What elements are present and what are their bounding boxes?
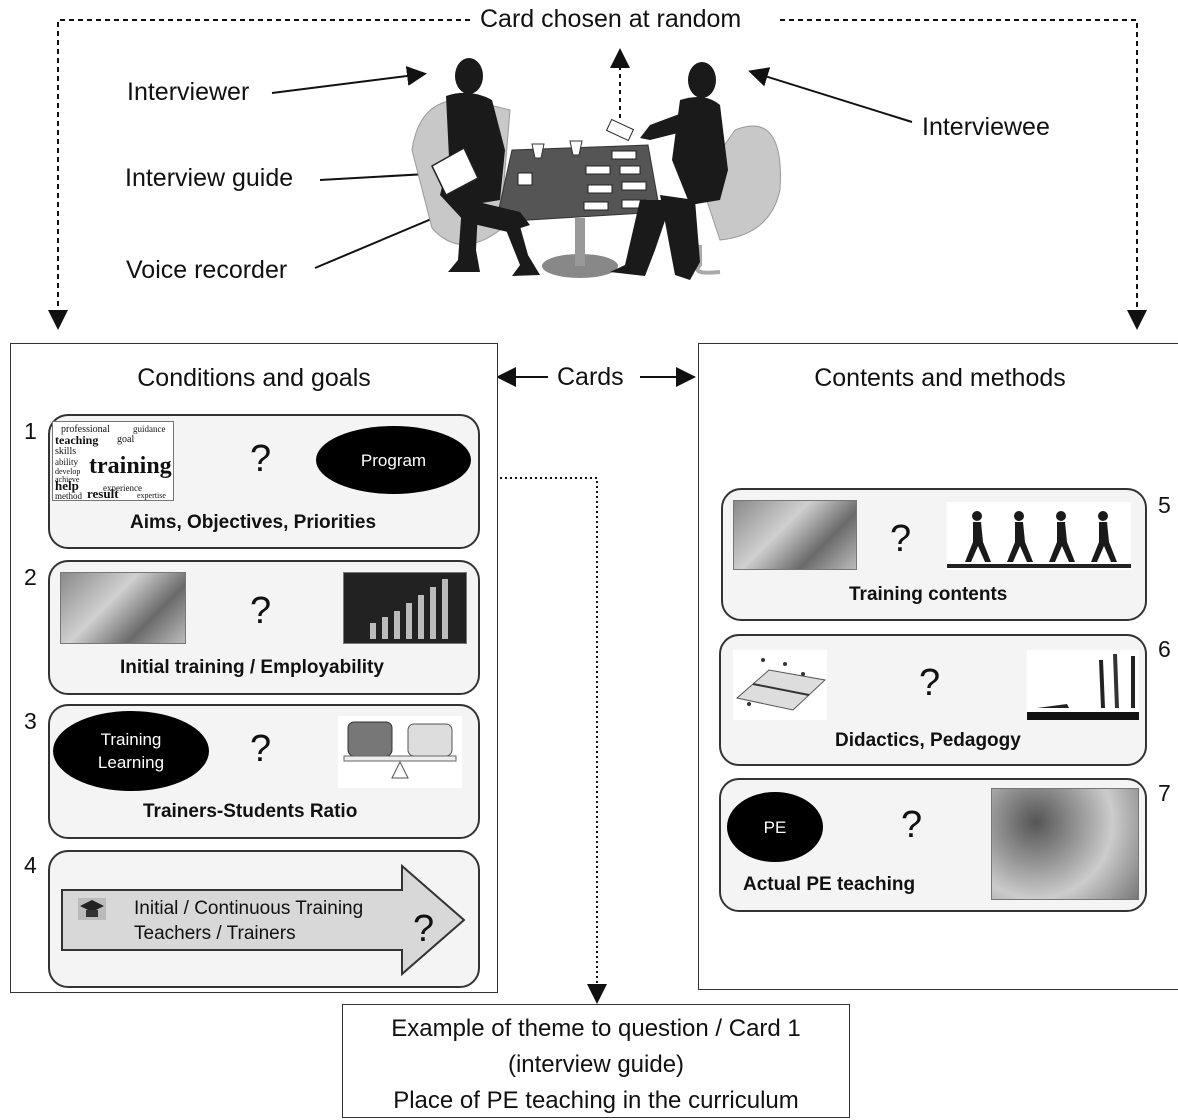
card-number-1: 1 [24, 418, 37, 444]
card-6[interactable]: ? Didactics, Pedagogy [719, 634, 1147, 766]
card-number-3: 3 [24, 708, 37, 734]
example-line-3: Place of PE teaching in the curriculum [393, 1087, 799, 1114]
card-1-title: Aims, Objectives, Priorities [130, 512, 377, 533]
caption-card-chosen: Card chosen at random [480, 5, 742, 33]
card-number-2: 2 [24, 564, 37, 590]
card-2[interactable]: ? Initial training / Employability [48, 560, 480, 695]
question-mark: ? [919, 662, 941, 704]
dashed-arrow-right [780, 19, 1147, 330]
card-5[interactable]: ? Training contents [721, 488, 1147, 621]
label-voice-recorder: Voice recorder [126, 256, 288, 284]
question-mark: ? [250, 728, 272, 770]
panel-title-right: Contents and methods [814, 364, 1066, 392]
question-mark: ? [250, 438, 272, 480]
label-interviewee: Interviewee [922, 113, 1050, 141]
table-cards [583, 150, 647, 211]
classroom-image [60, 572, 186, 644]
card-6-title: Didactics, Pedagogy [835, 730, 1021, 751]
question-mark: ? [901, 804, 923, 846]
card-number-5: 5 [1158, 492, 1171, 518]
arrow-shape [61, 863, 466, 977]
card-2-title: Initial training / Employability [120, 657, 384, 678]
dotted-arrow-example [480, 477, 607, 1004]
pe-class-image [991, 788, 1139, 900]
question-mark: ? [250, 590, 272, 632]
card-7-title: Actual PE teaching [743, 874, 916, 895]
label-interviewer: Interviewer [127, 78, 250, 106]
arrow-interviewee [748, 67, 913, 123]
card-1[interactable]: professional guidance teaching goal skil… [48, 414, 480, 549]
question-mark: ? [413, 908, 435, 950]
card-3-title: Trainers-Students Ratio [143, 801, 358, 822]
wordcloud-image: professional guidance teaching goal skil… [52, 421, 174, 501]
card-5-title: Training contents [849, 584, 1008, 605]
interviewee-figure [610, 62, 728, 280]
card-number-7: 7 [1158, 780, 1171, 806]
arrow-interviewer [271, 66, 427, 94]
graduation-cap-icon [78, 898, 106, 920]
volleyball-court-image [733, 650, 827, 720]
dashed-arrow-left [48, 19, 470, 330]
oval-pe: PE [727, 792, 823, 862]
panel-title-left: Conditions and goals [137, 364, 371, 392]
question-mark: ? [890, 518, 912, 560]
card-number-6: 6 [1158, 636, 1171, 662]
runners-image [947, 502, 1131, 570]
oval-program: Program [316, 426, 471, 494]
gymnastics-image [1027, 650, 1139, 720]
card-7[interactable]: PE ? Actual PE teaching [719, 778, 1147, 912]
classroom-image [733, 500, 857, 570]
card-4-text: Initial / Continuous Training Teachers /… [134, 896, 363, 946]
bar-growth-image [343, 572, 467, 644]
label-interview-guide: Interview guide [125, 164, 294, 192]
interviewer-figure [440, 58, 540, 276]
example-line-1: Example of theme to question / Card 1 [391, 1015, 801, 1042]
example-line-2: (interview guide) [507, 1051, 685, 1078]
card-4[interactable]: Initial / Continuous Training Teachers /… [48, 850, 480, 988]
card-number-4: 4 [24, 852, 37, 878]
card-4-line1: Initial / Continuous Training [134, 898, 364, 919]
card-4-line2: Teachers / Trainers [134, 923, 296, 944]
balance-image [338, 716, 462, 788]
interview-guide-icon [431, 146, 479, 197]
example-box: Example of theme to question / Card 1 (i… [342, 1004, 850, 1118]
label-cards: Cards [557, 363, 624, 391]
voice-recorder-icon [517, 172, 533, 186]
